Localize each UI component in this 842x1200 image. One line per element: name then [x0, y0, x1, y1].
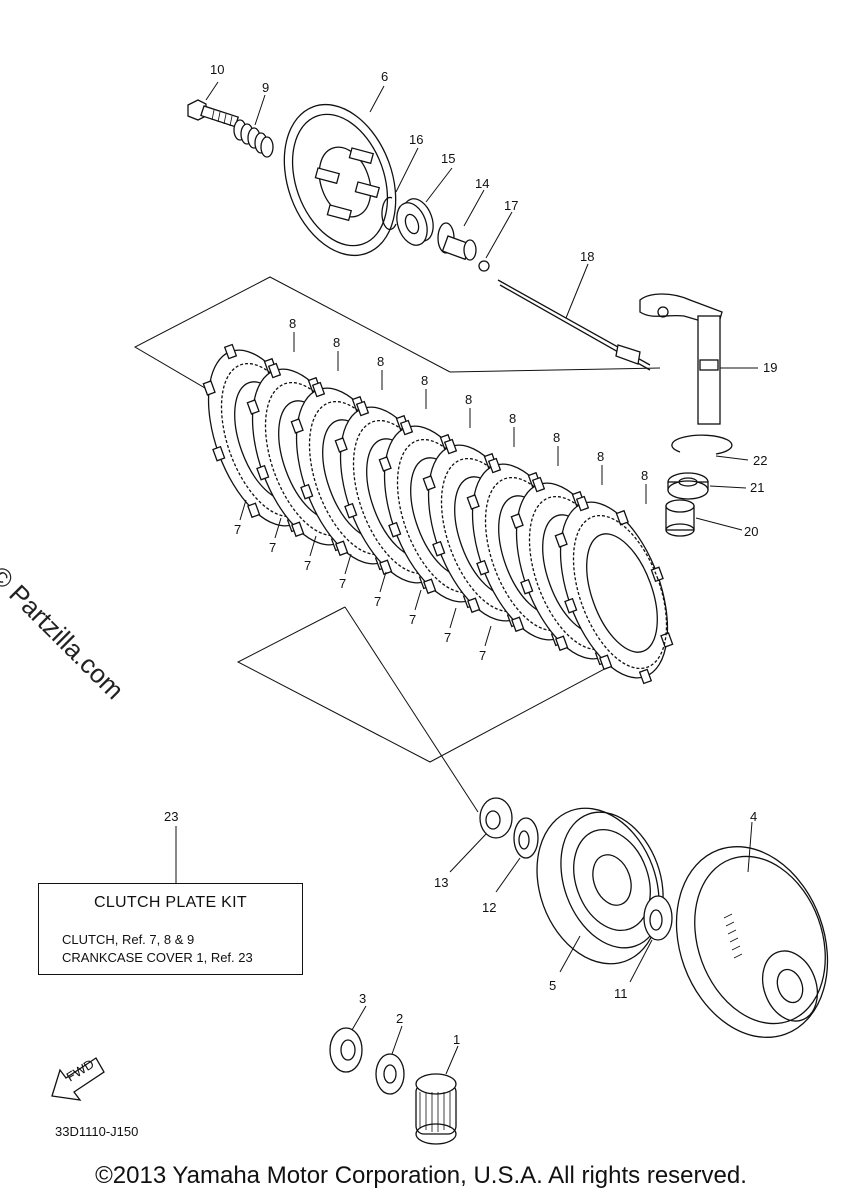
- part-9-spring: [233, 119, 274, 158]
- callout-7-leader: [449, 607, 457, 629]
- clutch-plate-stack: [202, 343, 674, 685]
- callout-leaders: [205, 81, 758, 1075]
- callout-8: 8: [377, 354, 384, 369]
- callout-7: 7: [339, 576, 346, 591]
- part-6-pressure-plate: [283, 103, 397, 257]
- part-13-nut: [479, 797, 513, 839]
- part-1-primary-drive-gear: [415, 1073, 457, 1145]
- callout-5: 5: [549, 978, 556, 993]
- callout-17: 17: [504, 198, 518, 213]
- callout-8: 8: [641, 468, 648, 483]
- part-12-washer: [513, 817, 539, 859]
- callout-18: 18: [580, 249, 594, 264]
- clutch-plate: [554, 495, 674, 685]
- callout-8: 8: [597, 449, 604, 464]
- callout-11: 11: [614, 986, 628, 1001]
- callout-3: 3: [359, 991, 366, 1006]
- clutch-plate-kit-box: CLUTCH PLATE KIT CLUTCH, Ref. 7, 8 & 9 C…: [38, 883, 303, 975]
- callout-10: 10: [210, 62, 224, 77]
- callout-7-leader: [414, 589, 422, 611]
- part-16-circlip: [381, 196, 397, 231]
- kit-title: CLUTCH PLATE KIT: [94, 894, 247, 911]
- part-14-push-rod-end: [437, 222, 477, 261]
- drawing-code: 33D1110-J150: [55, 1124, 139, 1139]
- callout-7: 7: [409, 612, 416, 627]
- callout-7-leader: [484, 625, 492, 647]
- fwd-arrow-icon: FWD: [51, 1056, 105, 1101]
- callout-12: 12: [482, 900, 496, 915]
- callout-22: 22: [753, 453, 767, 468]
- callout-7: 7: [269, 540, 276, 555]
- callout-2: 2: [396, 1011, 403, 1026]
- callout-20: 20: [744, 524, 758, 539]
- callout-7-leader: [309, 535, 317, 557]
- callout-8: 8: [553, 430, 560, 445]
- callout-7: 7: [234, 522, 241, 537]
- part-19-push-lever-shaft: [639, 293, 723, 425]
- callout-7: 7: [444, 630, 451, 645]
- callout-8: 8: [421, 373, 428, 388]
- callout-7-leader: [379, 571, 387, 593]
- callout-6: 6: [381, 69, 388, 84]
- callout-7-leader: [239, 499, 247, 521]
- callout-9: 9: [262, 80, 269, 95]
- callout-7: 7: [304, 558, 311, 573]
- plate-stack-callouts: 8 7 8 7 8 7 8 7 8 7 8 7 8 7 8 7 8: [234, 316, 648, 663]
- callout-13: 13: [434, 875, 448, 890]
- callout-7-leader: [274, 517, 282, 539]
- copyright-notice: ©2013 Yamaha Motor Corporation, U.S.A. A…: [95, 1162, 747, 1189]
- callout-8: 8: [333, 335, 340, 350]
- callout-7-leader: [344, 553, 352, 575]
- callout-21: 21: [750, 480, 764, 495]
- callout-8: 8: [289, 316, 296, 331]
- part-21-oil-seal: [667, 472, 709, 500]
- part-10-bolt: [187, 99, 240, 128]
- kit-line-clutch: CLUTCH, Ref. 7, 8 & 9: [62, 932, 195, 947]
- part-17-ball: [478, 260, 490, 272]
- plate-stack-bracket: [133, 276, 661, 813]
- part-20-bearing: [665, 499, 695, 537]
- callout-8: 8: [465, 392, 472, 407]
- callout-7: 7: [374, 594, 381, 609]
- callout-8: 8: [509, 411, 516, 426]
- part-11-thrust-washer: [643, 895, 673, 941]
- callout-19: 19: [763, 360, 777, 375]
- callout-15: 15: [441, 151, 455, 166]
- callout-23: 23: [164, 809, 178, 824]
- callout-16: 16: [409, 132, 423, 147]
- callout-7: 7: [479, 648, 486, 663]
- kit-line-crankcase-cover: CRANKCASE COVER 1, Ref. 23: [62, 950, 253, 965]
- callout-14: 14: [475, 176, 489, 191]
- callout-4: 4: [750, 809, 757, 824]
- part-3-nut: [329, 1027, 363, 1073]
- part-18-push-rod: [497, 279, 651, 371]
- part-2-washer: [375, 1053, 405, 1095]
- part-4-clutch-housing: [675, 846, 829, 1038]
- part-15-bearing: [396, 198, 434, 246]
- part-5-clutch-boss: [536, 807, 664, 965]
- part-22-circlip: [671, 434, 733, 455]
- callout-labels: 10 9 6 16 15 14 17 18 19 22 21 20 4 23 1…: [164, 62, 777, 1047]
- callout-1: 1: [453, 1032, 460, 1047]
